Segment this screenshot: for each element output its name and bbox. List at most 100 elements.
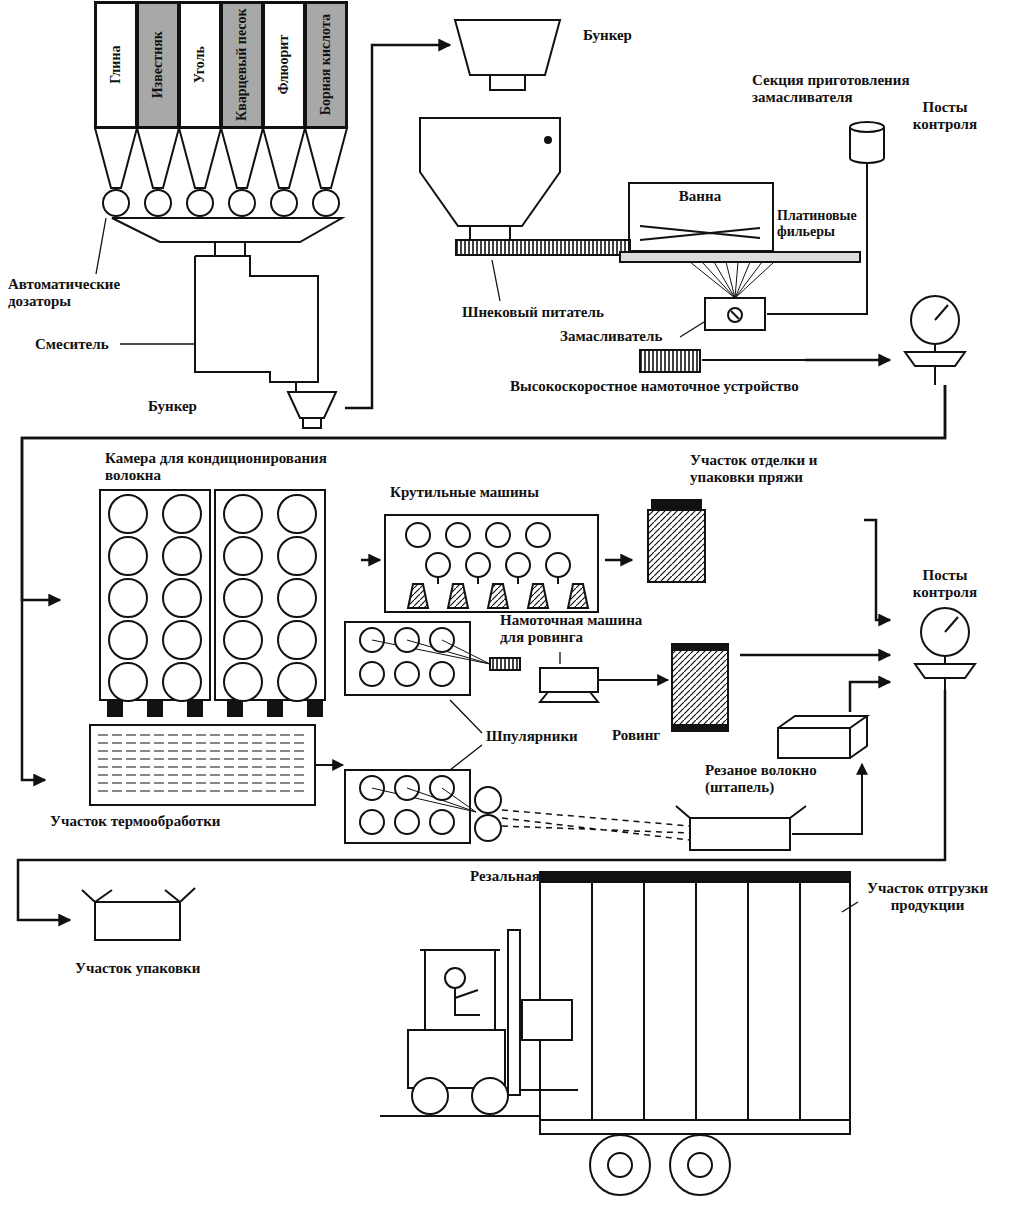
station-label: Крутильные машины	[390, 484, 590, 501]
station-area: Бункер	[140, 390, 345, 430]
fiber-bobbin	[163, 663, 201, 701]
twist-bobbin	[406, 523, 430, 547]
flow-arrow	[850, 682, 890, 712]
bunker-lower	[288, 392, 336, 428]
yarn-cap	[652, 500, 701, 510]
forklift-load	[522, 1000, 572, 1040]
gauge-dial	[911, 296, 959, 344]
station-area: Бункер	[450, 15, 665, 95]
silo-cone	[179, 128, 221, 188]
winding-drum	[640, 350, 700, 372]
size-tank-top	[850, 122, 884, 132]
cutter-roller	[475, 815, 501, 841]
forklift-driver-body	[455, 988, 480, 1015]
silo-label: Кварцевый песок	[234, 6, 249, 124]
creel-strand	[442, 640, 490, 664]
creel-bobbin	[395, 662, 419, 686]
station-label: Ровинг	[612, 727, 676, 744]
flow-arrow	[345, 45, 450, 408]
truck-wheel	[608, 1153, 632, 1177]
fiber-bobbin	[109, 579, 147, 617]
cutter-roller	[475, 787, 501, 813]
truck-slat	[695, 882, 697, 1120]
fiber-bobbin	[163, 495, 201, 533]
part-label: Автоматические дозаторы	[8, 276, 143, 311]
part-label: Намоточная машина для ровинга	[500, 612, 670, 647]
heat-line	[98, 743, 307, 744]
doser	[103, 190, 129, 216]
part-label: Платиновые фильеры	[777, 208, 869, 240]
silo-label: Борная кислота	[318, 6, 333, 124]
doser	[313, 190, 339, 216]
fiber-bobbin	[278, 663, 316, 701]
chamber-frame	[215, 490, 325, 700]
fiber-bobbin	[278, 621, 316, 659]
bath-label: Ванна	[630, 188, 770, 205]
fiber-bobbin	[163, 537, 201, 575]
station-area: Посты контроля	[890, 97, 1000, 385]
creel-bobbin	[360, 662, 384, 686]
chamber-foot	[108, 702, 122, 716]
silo-text-wrap: Флюорит	[265, 4, 303, 126]
heat-line	[98, 751, 307, 752]
silo-label: Флюорит	[276, 6, 291, 124]
twist-bobbin	[486, 523, 510, 547]
chamber-foot	[148, 702, 162, 716]
station-area: Высокоскоростное намоточное устройство	[505, 348, 805, 418]
hopper-dot	[545, 137, 551, 143]
leader-line	[96, 218, 858, 912]
station-label: Участок упаковки	[75, 960, 247, 977]
twist-cone	[528, 584, 548, 608]
truck-wheel	[590, 1135, 650, 1195]
station-label: Высокоскоростное намоточное устройство	[510, 378, 800, 395]
truck-body	[540, 872, 850, 1120]
truck-slat	[799, 882, 801, 1120]
fiber-bobbin	[109, 621, 147, 659]
yarn-package	[648, 510, 705, 582]
fiber-bobbin	[224, 621, 262, 659]
cut-fibers	[502, 810, 690, 840]
bath-flow	[640, 226, 760, 240]
sizer	[705, 298, 765, 330]
forklift-guard	[420, 950, 500, 1030]
gauge-needle	[945, 617, 958, 632]
drum-line	[702, 359, 805, 361]
twist-yarn	[477, 577, 479, 584]
silo-cone	[263, 128, 305, 188]
roving-band	[672, 644, 728, 650]
fiber-bobbin	[224, 663, 262, 701]
forklift-wheel	[472, 1078, 508, 1114]
silo-cone	[221, 128, 263, 188]
heat-line	[98, 767, 307, 768]
flow-arrow	[361, 559, 380, 562]
silo-bin: Глина	[95, 2, 137, 128]
heat-line	[98, 783, 307, 784]
station-area: Участок термообработки	[45, 720, 320, 840]
flow-arrow	[805, 359, 890, 362]
roving-spool	[490, 658, 520, 670]
silo-text-wrap: Кварцевый песок	[223, 4, 261, 126]
staple-carton	[676, 806, 806, 850]
doser	[271, 190, 297, 216]
creel-bobbin	[430, 662, 454, 686]
gauge-stand	[915, 656, 975, 690]
bunker-upper	[455, 20, 560, 90]
fiber-bobbin	[163, 621, 201, 659]
fiber-bobbin	[163, 579, 201, 617]
twist-cone	[448, 584, 468, 608]
sizer-roller	[728, 308, 742, 322]
fiber-bobbin	[109, 495, 147, 533]
station-label: Посты контроля	[899, 567, 991, 602]
fiber-bobbin	[278, 495, 316, 533]
twist-bobbin	[546, 553, 570, 577]
screw-feeder	[456, 240, 630, 255]
fiber-bobbin	[224, 495, 262, 533]
truck-wheel	[688, 1153, 712, 1177]
silo-text-wrap: Борная кислота	[307, 4, 345, 126]
fiber-bobbin	[278, 579, 316, 617]
silo-text-wrap: Глина	[97, 4, 135, 126]
fiber-bobbin	[278, 537, 316, 575]
station-area: Камера для кондиционирования волокна	[60, 448, 361, 718]
roving-package	[672, 650, 728, 725]
